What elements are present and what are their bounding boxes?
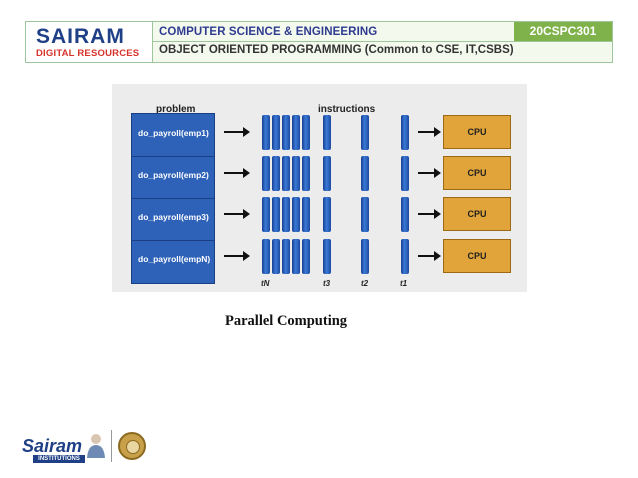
instruction-bar <box>361 115 369 150</box>
arrow-task-to-instructions <box>224 127 250 137</box>
problem-block: do_payroll(emp1) do_payroll(emp2) do_pay… <box>131 113 215 284</box>
instruction-bar <box>361 197 369 232</box>
instruction-bar <box>302 115 310 150</box>
problem-separator <box>132 198 214 199</box>
instruction-bar <box>272 197 280 232</box>
instruction-bar <box>262 197 270 232</box>
course-title: OBJECT ORIENTED PROGRAMMING (Common to C… <box>159 44 514 56</box>
instruction-bar <box>302 156 310 191</box>
sairam-institutions-logo: Sairam <box>22 436 83 456</box>
header-banner: SAIRAM DIGITAL RESOURCES COMPUTER SCIENC… <box>25 21 613 63</box>
instruction-bar <box>272 156 280 191</box>
instruction-bar <box>282 197 290 232</box>
cpu-block: CPU <box>443 115 511 149</box>
cpu-block: CPU <box>443 239 511 273</box>
instructions-heading: instructions <box>318 104 376 115</box>
instruction-bar <box>272 115 280 150</box>
task-label: do_payroll(empN) <box>138 254 211 264</box>
instruction-bar <box>401 115 409 150</box>
instruction-bar <box>401 197 409 232</box>
footer-divider <box>111 430 112 462</box>
problem-heading: problem <box>156 104 196 115</box>
instruction-bar <box>262 156 270 191</box>
instruction-bar <box>262 239 270 274</box>
arrow-to-cpu <box>418 168 441 178</box>
problem-separator <box>132 240 214 241</box>
instruction-bar <box>401 239 409 274</box>
instruction-bar <box>323 197 331 232</box>
logo-main-text: SAIRAM <box>36 25 125 48</box>
instruction-bar <box>292 115 300 150</box>
arrow-to-cpu <box>418 127 441 137</box>
instruction-bar <box>262 115 270 150</box>
instruction-bar <box>323 239 331 274</box>
instruction-bar <box>292 239 300 274</box>
instruction-bar <box>292 156 300 191</box>
header-divider <box>152 41 612 42</box>
instruction-bar <box>361 156 369 191</box>
instruction-bar <box>401 156 409 191</box>
instruction-bar <box>282 115 290 150</box>
time-label-t1: t1 <box>400 279 408 288</box>
figure-caption: Parallel Computing <box>225 313 348 329</box>
arrow-task-to-instructions <box>224 168 250 178</box>
task-label: do_payroll(emp2) <box>138 170 209 180</box>
arrow-to-cpu <box>418 251 441 261</box>
sairam-digital-resources-logo: SAIRAM DIGITAL RESOURCES <box>26 22 153 62</box>
time-label-t3: t3 <box>323 279 331 288</box>
instruction-bar <box>302 197 310 232</box>
instruction-bar <box>272 239 280 274</box>
instruction-bar <box>292 197 300 232</box>
instruction-bar <box>361 239 369 274</box>
instruction-bar <box>323 156 331 191</box>
founder-portrait-icon <box>87 434 105 458</box>
institutions-tagline: INSTITUTIONS <box>33 455 85 463</box>
department-title: COMPUTER SCIENCE & ENGINEERING <box>159 26 378 38</box>
arrow-to-cpu <box>418 209 441 219</box>
arrow-task-to-instructions <box>224 251 250 261</box>
task-label: do_payroll(emp1) <box>138 128 209 138</box>
task-label: do_payroll(emp3) <box>138 212 209 222</box>
instruction-bar <box>302 239 310 274</box>
time-label-tN: tN <box>261 279 270 288</box>
logo-sub-text: DIGITAL RESOURCES <box>36 48 140 59</box>
course-code-badge: 20CSPC301 <box>514 22 612 41</box>
instruction-bar <box>282 239 290 274</box>
arrow-task-to-instructions <box>224 209 250 219</box>
instruction-bar <box>323 115 331 150</box>
cpu-block: CPU <box>443 197 511 231</box>
time-label-t2: t2 <box>361 279 369 288</box>
institution-seal-icon <box>118 432 146 460</box>
problem-separator <box>132 156 214 157</box>
cpu-block: CPU <box>443 156 511 190</box>
instruction-bar <box>282 156 290 191</box>
